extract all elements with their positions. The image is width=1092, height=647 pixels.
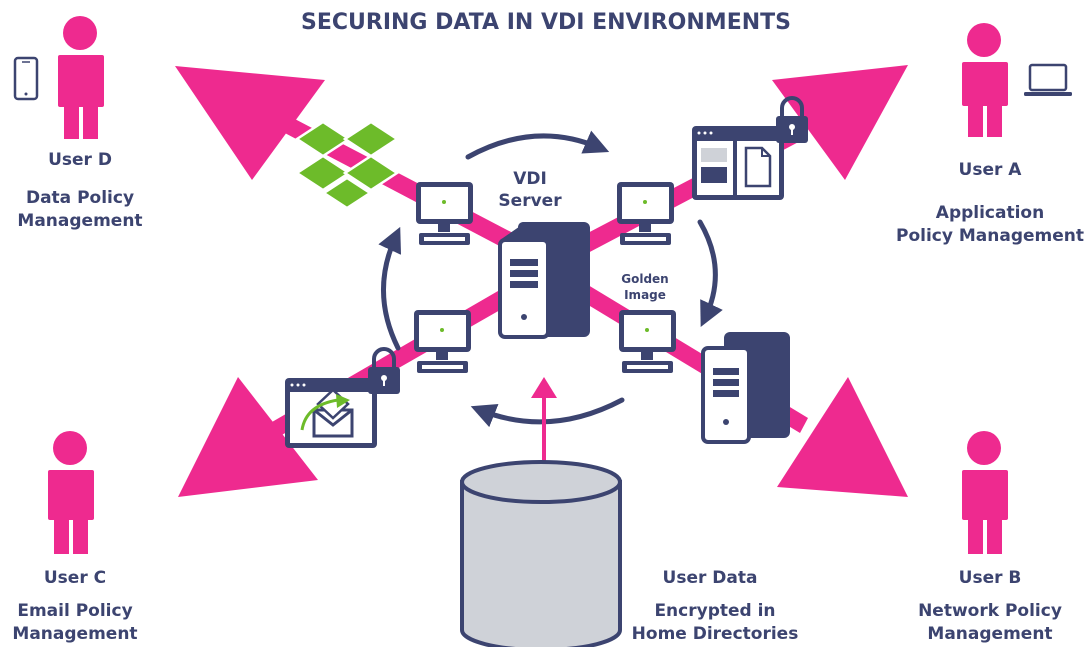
monitor-bottom-left [414,310,471,373]
vdi-server-label: VDI Server [498,169,562,211]
email-window-icon [285,378,377,448]
user-d-policy: Data Policy Management [17,188,143,231]
user-a-figure [962,23,1008,137]
user-a-name: User A [958,160,1022,180]
user-b-name: User B [958,568,1022,588]
monitor-top-right [617,182,674,245]
page-title: SECURING DATA IN VDI ENVIRONMENTS [301,10,791,35]
lock-icon-top-right [776,96,808,143]
phone-icon [13,56,39,101]
laptop-icon [1024,63,1072,96]
user-data-sublabel: Encrypted in Home Directories [631,601,799,644]
golden-image-server-icon [701,332,790,444]
cycle-arrow-top [465,130,610,160]
dropbox-icon [294,120,400,210]
application-window-icon [692,126,784,200]
vdi-server-icon [498,222,590,339]
user-data-cylinder [460,460,622,647]
arrowhead-bottom-right [777,377,908,497]
cycle-arrow-left [378,226,402,351]
user-b-policy: Network Policy Management [918,601,1062,644]
user-d-name: User D [48,150,112,170]
monitor-bottom-right [619,310,676,373]
user-d-figure [58,16,104,139]
user-c-name: User C [43,568,107,588]
user-c-policy: Email Policy Management [12,601,138,644]
user-data-label: User Data [662,568,758,588]
cycle-arrows [378,130,723,428]
cycle-arrow-bottom [470,397,625,428]
arrowhead-top-right [772,65,908,180]
arrowhead-top-left [175,66,325,180]
lock-icon-bottom-left [368,347,400,394]
golden-image-label: Golden Image [621,272,669,302]
user-b-figure [962,431,1008,554]
monitor-top-left [416,182,473,245]
cycle-arrow-right [697,219,723,328]
arrowhead-bottom-left [178,377,318,497]
user-a-policy: Application Policy Management [895,203,1084,246]
user-c-figure [48,431,94,554]
